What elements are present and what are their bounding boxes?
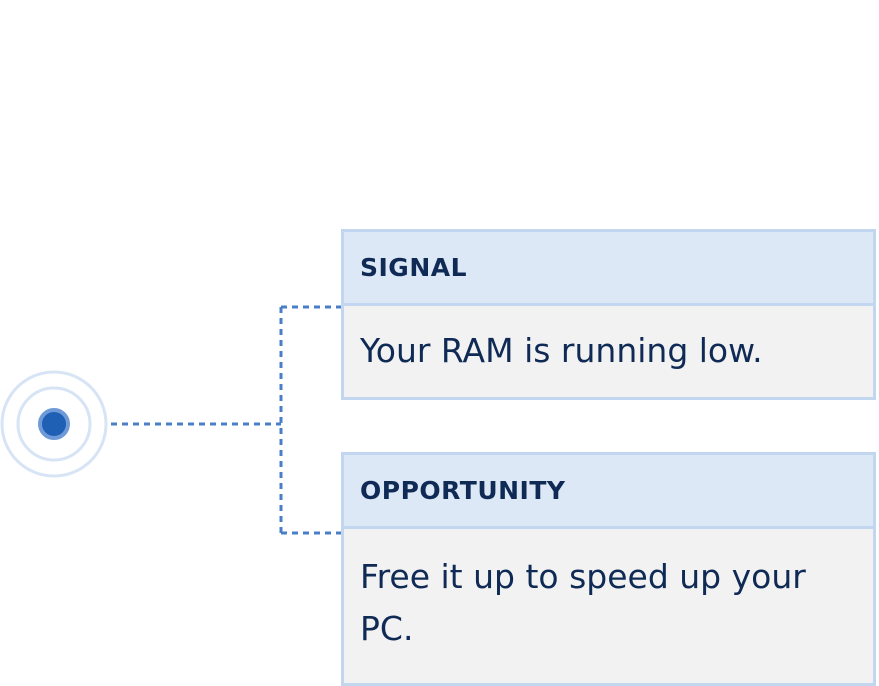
connector-lines [111, 305, 341, 535]
signal-card-header: SIGNAL [344, 232, 873, 306]
inner-ring [16, 386, 92, 462]
origin-node [0, 370, 108, 478]
target-dot-icon [38, 408, 70, 440]
opportunity-card-title: OPPORTUNITY [360, 476, 566, 505]
signal-card-text: Your RAM is running low. [360, 331, 763, 370]
outer-ring [0, 370, 108, 478]
opportunity-card-text: Free it up to speed up your PC. [360, 557, 806, 648]
signal-card-title: SIGNAL [360, 253, 468, 282]
signal-card: SIGNAL Your RAM is running low. [341, 229, 876, 400]
opportunity-card: OPPORTUNITY Free it up to speed up your … [341, 452, 876, 686]
opportunity-card-header: OPPORTUNITY [344, 455, 873, 529]
